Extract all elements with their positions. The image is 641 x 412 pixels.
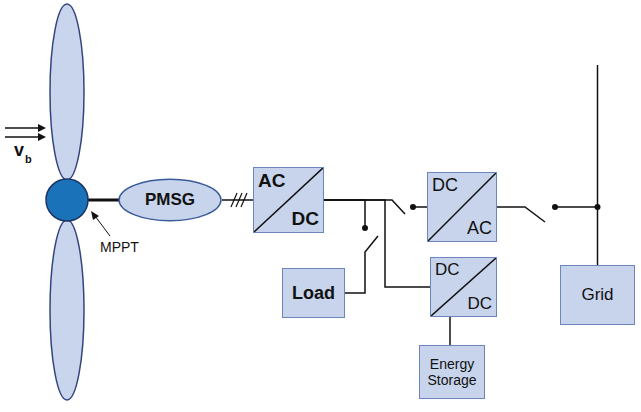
load-box: Load (282, 268, 345, 318)
junction-dot (552, 204, 558, 210)
wire (324, 200, 427, 214)
grid-box: Grid (560, 265, 635, 325)
junction-dot (410, 204, 416, 210)
shaft (85, 199, 119, 202)
box-text: DC (435, 260, 460, 280)
box-text: DC (432, 175, 458, 196)
turbine-blade (50, 220, 84, 400)
box-text: Load (292, 283, 335, 304)
converter-box: AC DC (253, 167, 324, 233)
wind-arrowhead (38, 124, 46, 132)
storage-box: Energy Storage (419, 345, 485, 399)
wire (497, 207, 598, 265)
control-label: MPPT (100, 240, 139, 255)
box-text: DC (291, 208, 318, 230)
generator-ellipse: PMSG (118, 178, 222, 222)
box-text: Energy Storage (424, 356, 480, 388)
box-text: AC (258, 170, 285, 192)
box-text: AC (467, 218, 492, 239)
leader-line (95, 216, 110, 236)
speed-symbol: v (14, 141, 24, 161)
junction-dot (362, 225, 368, 231)
wind-arrowhead (38, 133, 46, 141)
converter-box: DC AC (427, 172, 497, 242)
wire (222, 199, 253, 201)
wind-arrow (5, 136, 40, 138)
wind-arrow (5, 127, 40, 129)
box-text: DC (467, 294, 492, 314)
turbine-blade (50, 4, 84, 180)
wire (449, 317, 451, 345)
speed-subscript: b (25, 153, 32, 165)
leader-arrowhead (91, 211, 99, 220)
converter-box: DC DC (430, 257, 497, 317)
grid-bus (597, 65, 599, 207)
box-text: PMSG (145, 190, 195, 210)
turbine-hub (46, 179, 88, 221)
box-text: Grid (581, 285, 613, 305)
